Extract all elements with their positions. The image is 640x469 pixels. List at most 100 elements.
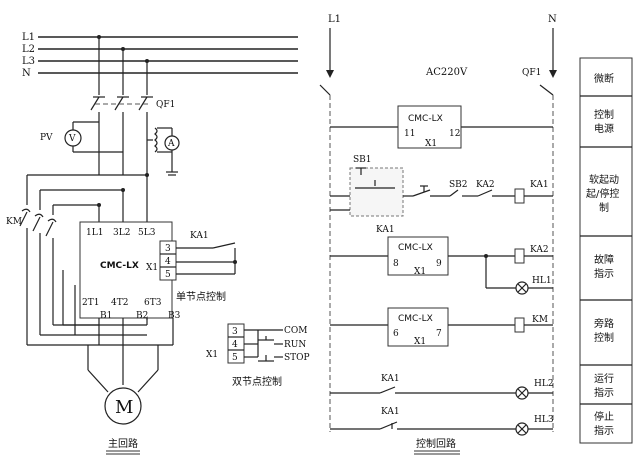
relay-ka1-contact: [212, 242, 236, 249]
ctrl-ka1-row3-label: KA1: [376, 225, 395, 235]
stop-button-icon[interactable]: [412, 189, 431, 197]
legend-run-2: 指示: [594, 386, 614, 399]
breaker-qf1-label: QF1: [156, 100, 175, 110]
single-terminal-4: 4: [165, 257, 171, 267]
double-node-x1: X1: [206, 350, 218, 360]
ctrl-n-label: N: [548, 14, 557, 25]
bypass-module: [387, 307, 449, 347]
bus-label-l3: L3: [22, 56, 35, 67]
terminal-4t2: 4T2: [111, 298, 128, 308]
ctrl-ka1-coil-label: KA1: [530, 180, 549, 190]
pushbutton-sb1-label: SB1: [353, 155, 372, 165]
ctrl-ka2-contact-label: KA2: [476, 180, 495, 190]
ctrl-ka1-stop-label: KA1: [381, 407, 400, 417]
ctrl-ka1-run-label: KA1: [381, 374, 400, 384]
soft-starter-x1: X1: [146, 263, 158, 273]
bypass-x1: X1: [414, 337, 426, 347]
soft-starter-model: CMC-LX: [100, 261, 139, 271]
legend-run-1: 运行: [594, 372, 614, 385]
contactor-km-label: KM: [6, 217, 22, 227]
legend-bypass-1: 旁路: [594, 317, 614, 330]
bypass-t7: 7: [436, 329, 442, 339]
single-node-terminal-strip: [159, 240, 177, 281]
supply-voltage: AC220V: [425, 67, 468, 78]
legend-softstart-3: 制: [599, 201, 609, 214]
bypass-b2: B2: [136, 311, 148, 321]
current-transformer-icon: [147, 127, 178, 176]
legend-bypass-2: 控制: [594, 331, 614, 344]
fault-module-model: CMC-LX: [398, 243, 433, 253]
terminal-3l2: 3L2: [113, 228, 130, 238]
ctrl-power-module: [397, 105, 462, 149]
bypass-b3: B3: [168, 311, 181, 321]
ctrl-hl1-label: HL1: [532, 276, 552, 286]
legend-stop-2: 指示: [594, 424, 614, 437]
label-com: COM: [284, 326, 307, 336]
double-node-caption: 双节点控制: [232, 375, 282, 388]
single-terminal-3: 3: [165, 244, 171, 254]
double-terminal-3: 3: [232, 327, 238, 337]
single-terminal-5: 5: [165, 270, 171, 280]
terminal-6t3: 6T3: [144, 298, 162, 308]
fault-x1: X1: [414, 267, 426, 277]
legend-ctrl-power-2: 电源: [594, 122, 614, 135]
ctrl-power-t1: 11: [404, 129, 415, 139]
control-circuit: L1 N AC220V QF1 CMC-LX 11 12 X1 SB1 SB2 …: [319, 14, 557, 455]
main-circuit-caption: 主回路: [108, 437, 138, 450]
ctrl-l1-label: L1: [328, 14, 341, 25]
contactor-km-coil: [514, 317, 525, 333]
single-node-relay-label: KA1: [190, 231, 209, 241]
legend-softstart-1: 软起动: [589, 173, 619, 186]
bypass-b1: B1: [100, 311, 112, 321]
ctrl-hl2-label: HL2: [534, 379, 554, 389]
ammeter-icon: [164, 135, 180, 151]
relay-ka1-coil: [514, 188, 525, 204]
breaker-qf1: [90, 96, 153, 111]
soft-starter-box: [79, 221, 173, 319]
legend-fault-1: 故障: [594, 253, 614, 266]
ctrl-sb2-label: SB2: [449, 180, 468, 190]
motor-symbol: M: [115, 397, 133, 418]
voltmeter-symbol: V: [68, 134, 76, 144]
ctrl-qf1-label: QF1: [522, 68, 541, 78]
terminal-1l1: 1L1: [86, 228, 103, 238]
double-terminal-5: 5: [232, 353, 238, 363]
label-stop: STOP: [284, 353, 310, 363]
bypass-t6: 6: [393, 329, 399, 339]
fault-module: [387, 236, 449, 276]
ctrl-hl3-label: HL3: [534, 415, 554, 425]
terminal-2t1: 2T1: [82, 298, 99, 308]
fault-t8: 8: [393, 259, 399, 269]
single-node-caption: 单节点控制: [176, 290, 226, 303]
bypass-module-model: CMC-LX: [398, 314, 433, 324]
bus-label-l1: L1: [22, 32, 35, 43]
voltmeter-label: PV: [40, 133, 53, 143]
double-node-control: 3 4 5 X1 COM RUN STOP 双节点控制: [206, 323, 310, 388]
double-terminal-4: 4: [232, 340, 238, 350]
legend-stop-1: 停止: [594, 410, 614, 423]
fault-t9: 9: [436, 259, 442, 269]
legend-fault-2: 指示: [594, 267, 614, 280]
bus-label-n: N: [22, 68, 31, 79]
label-run: RUN: [284, 340, 306, 350]
motor-icon: [104, 387, 142, 425]
function-legend-table: 微断 控制 电源 软起动 起/停控 制 故障 指示 旁路 控制 运行 指示 停止…: [579, 57, 633, 444]
sb1-pushbutton-icon[interactable]: [349, 167, 404, 217]
control-circuit-caption: 控制回路: [416, 437, 456, 450]
ctrl-km-label: KM: [532, 315, 548, 325]
terminal-5l3: 5L3: [138, 228, 156, 238]
relay-ka2-coil: [514, 248, 525, 264]
bus-label-l2: L2: [22, 44, 35, 55]
legend-softstart-2: 起/停控: [586, 187, 619, 200]
legend-breaker: 微断: [594, 72, 614, 85]
ctrl-ka2-coil-label: KA2: [530, 245, 549, 255]
legend-ctrl-power-1: 控制: [594, 108, 614, 121]
ctrl-power-t2: 12: [449, 129, 460, 139]
contactor-km-icon: [19, 208, 57, 237]
main-circuit: L1 L2 L3 N QF1 PV V: [6, 32, 298, 455]
ctrl-power-x1: X1: [425, 139, 437, 149]
ctrl-power-model: CMC-LX: [408, 114, 443, 124]
ammeter-symbol: A: [167, 139, 175, 149]
